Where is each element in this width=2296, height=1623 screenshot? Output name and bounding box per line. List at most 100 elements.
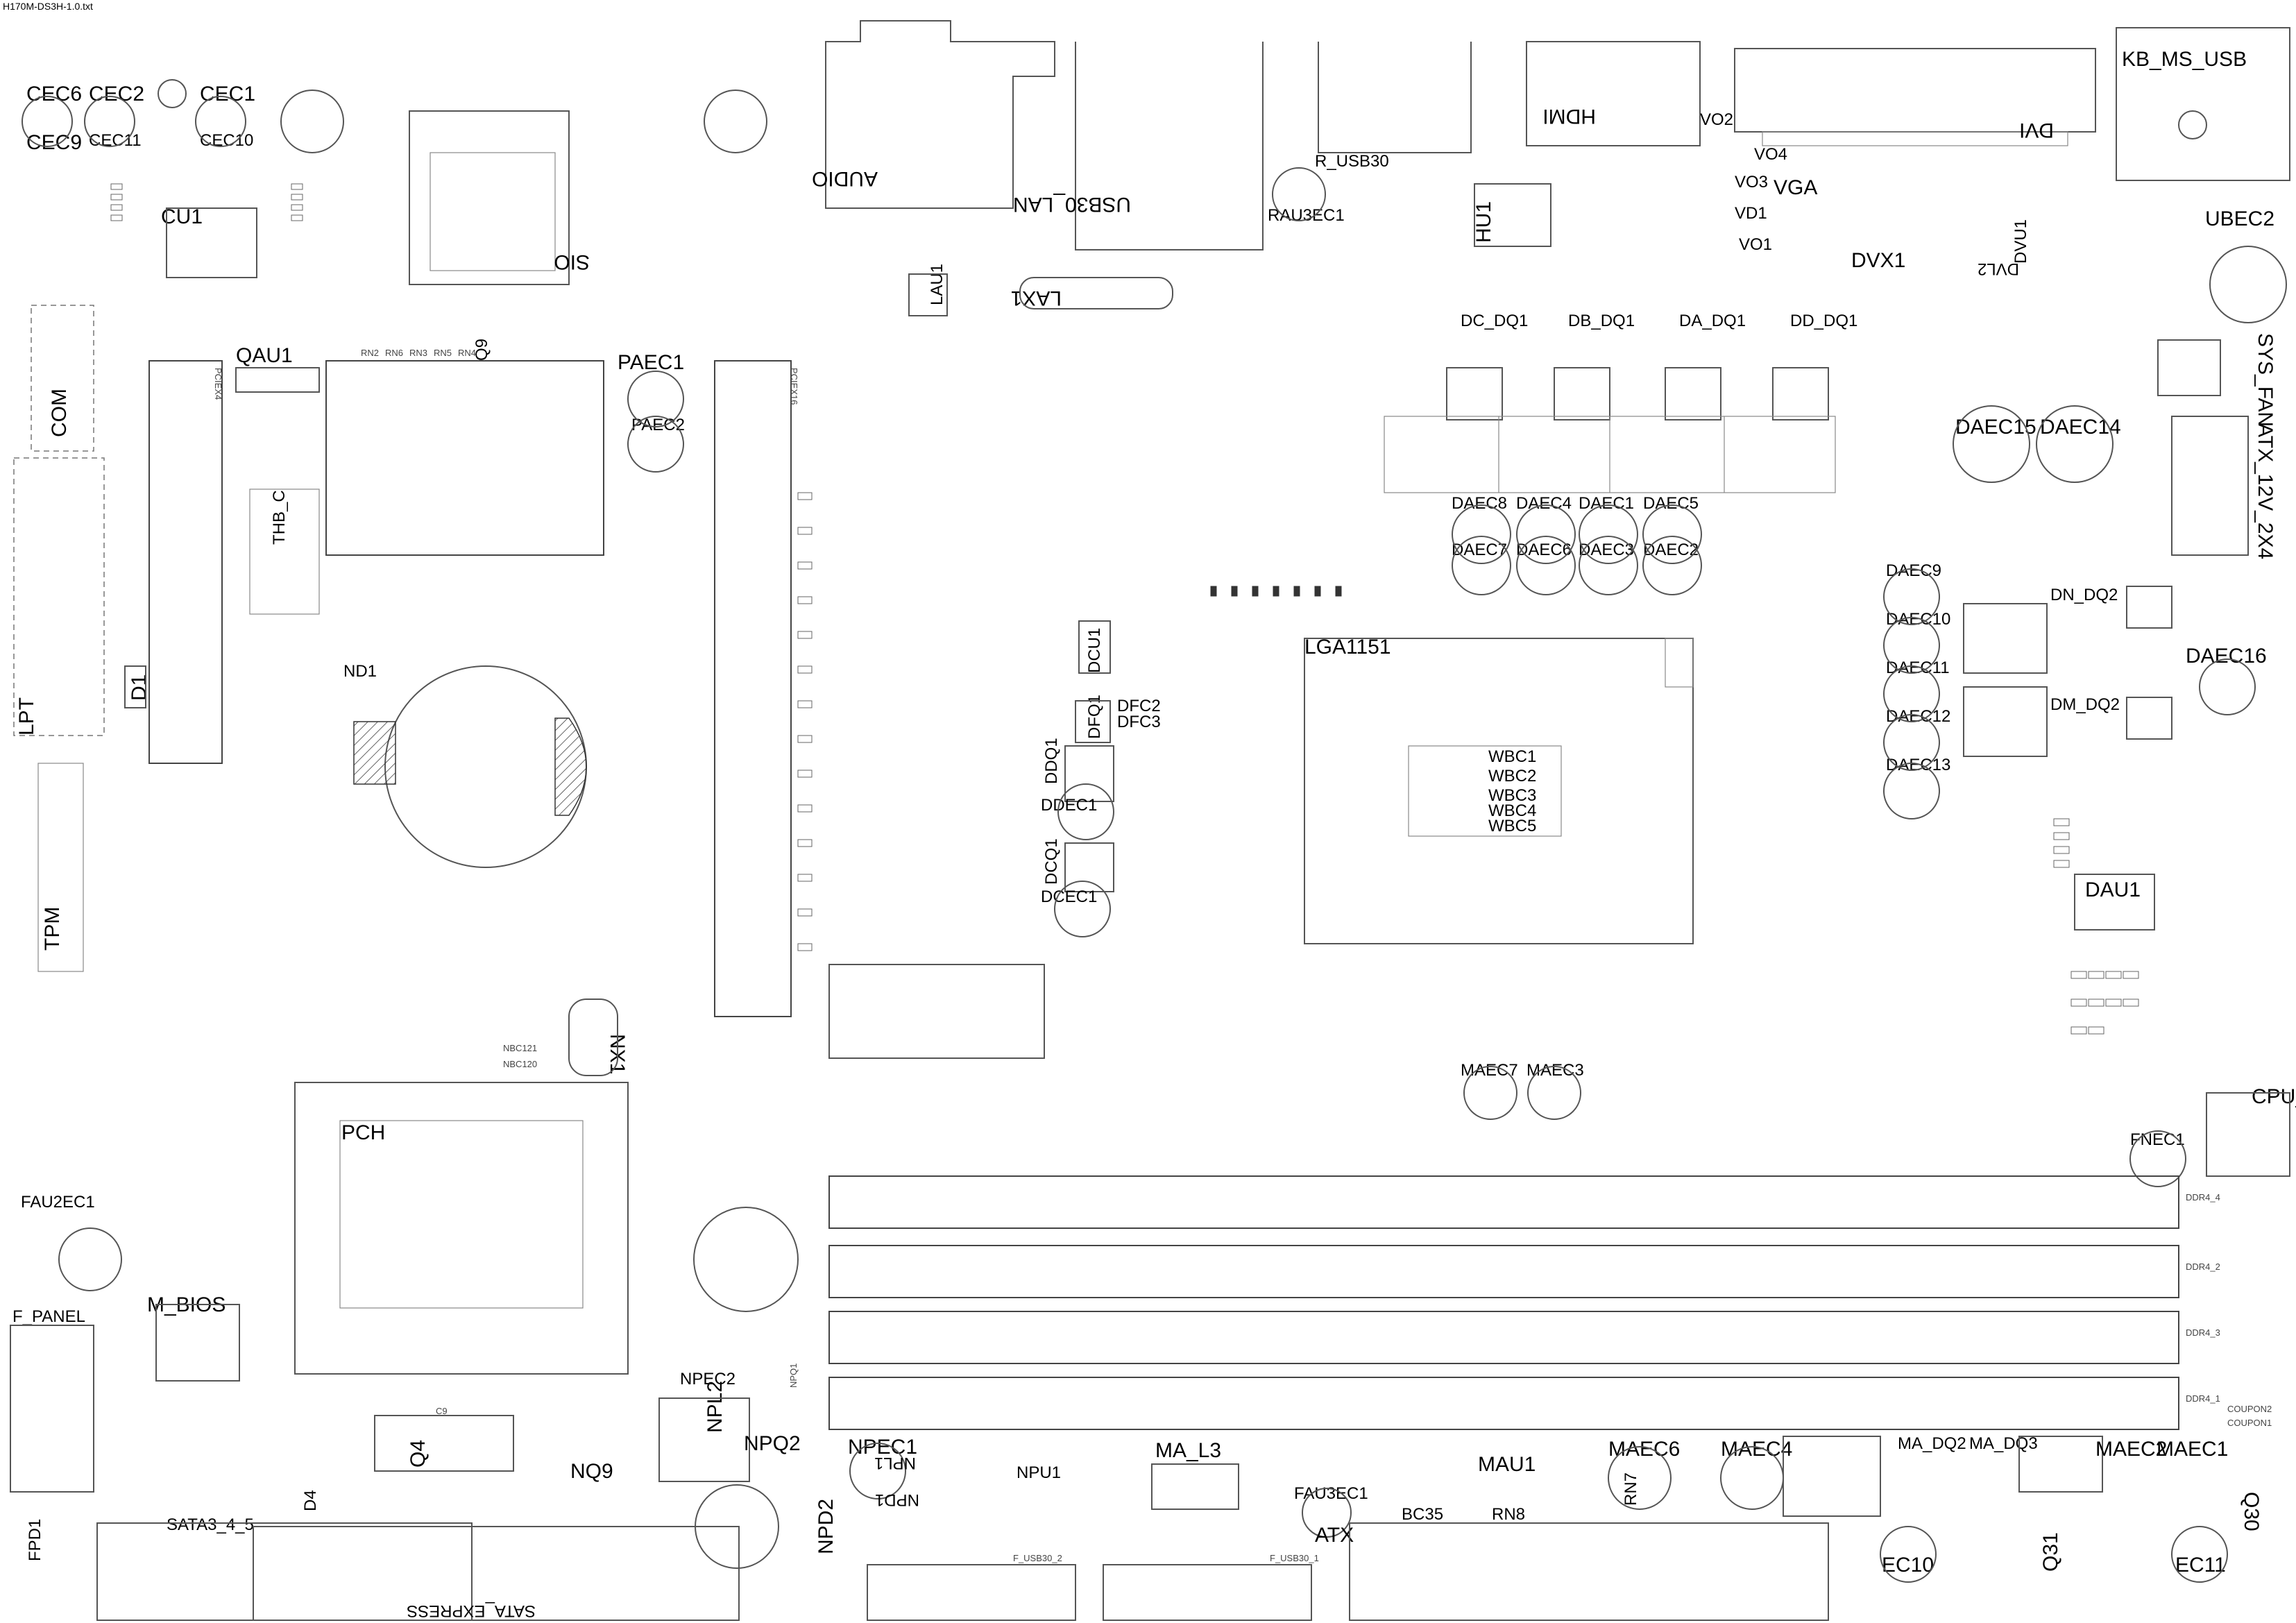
ddr4-slot-1 — [828, 1377, 2179, 1430]
label-fnec1: FNEC1 — [2130, 1130, 2185, 1149]
label-com: COM — [48, 389, 71, 437]
label-dvx1: DVX1 — [1851, 249, 1905, 272]
label-lpt: LPT — [15, 697, 38, 736]
rn-label-3: RN3 — [409, 348, 427, 358]
label-sio: SIO — [554, 250, 590, 273]
label-dn-dq2: DN_DQ2 — [2050, 586, 2118, 604]
label-q30: Q30 — [2240, 1492, 2263, 1531]
ddr4-slot-2 — [828, 1245, 2179, 1298]
label-maec2: MAEC2 — [2095, 1438, 2167, 1461]
label-daec5: DAEC5 — [1643, 494, 1699, 513]
ddr4-slot-4 — [828, 1175, 2179, 1229]
label-cec9: CEC9 — [26, 131, 82, 154]
label-dfc2: DFC2 — [1117, 697, 1161, 715]
label-wbc5: WBC5 — [1488, 817, 1536, 835]
label-f-panel: F_PANEL — [12, 1307, 85, 1326]
label-kb-ms-usb: KB_MS_USB — [2122, 48, 2247, 71]
label-wbc2: WBC2 — [1488, 767, 1536, 785]
label-pciex4: PCIEX4 — [213, 368, 223, 400]
label-atx-12v: ATX_12V_2X4 — [2254, 423, 2277, 559]
pcie-x16-slot — [714, 360, 792, 1017]
label-paec1: PAEC1 — [618, 351, 684, 374]
label-npu1: NPU1 — [1017, 1463, 1061, 1482]
label-rau3ec1: RAU3EC1 — [1268, 206, 1345, 225]
label-ddr4-4: DDR4_4 — [2186, 1192, 2220, 1203]
label-tpm: TPM — [41, 907, 64, 951]
label-dcec1: DCEC1 — [1041, 887, 1097, 906]
label-hdmi: HDMI — [1542, 105, 1596, 128]
label-dcu1: DCU1 — [1085, 628, 1104, 673]
label-nbc120: NBC120 — [503, 1059, 537, 1069]
label-cec10: CEC10 — [200, 131, 253, 150]
label-sys-fan: SYS_FAN — [2254, 333, 2277, 427]
label-ec10: EC10 — [1882, 1554, 1934, 1577]
label-audio: AUDIO — [812, 167, 878, 190]
label-hu1: HU1 — [1472, 201, 1495, 243]
label-rn7: RN7 — [1622, 1472, 1640, 1506]
label-vo4: VO4 — [1754, 145, 1787, 164]
label-daec6: DAEC6 — [1516, 541, 1572, 559]
label-sata3-4-5: SATA3_4_5 — [167, 1515, 254, 1534]
label-vd1: VD1 — [1735, 204, 1767, 223]
label-r-usb30: R_USB30 — [1315, 152, 1389, 171]
label-maec4: MAEC4 — [1721, 1438, 1792, 1461]
label-nq9: NQ9 — [570, 1460, 613, 1483]
rn-label-4: RN5 — [434, 348, 452, 358]
label-npl1: NPL1 — [874, 1454, 916, 1472]
label-daec14: DAEC14 — [2040, 416, 2121, 439]
label-pch: PCH — [341, 1121, 385, 1144]
rn-label-2: RN6 — [385, 348, 403, 358]
label-vo3: VO3 — [1735, 173, 1768, 192]
label-npq1: NPQ1 — [788, 1363, 799, 1388]
label-dvl2: DVL2 — [1978, 260, 2019, 278]
label-wbc1: WBC1 — [1488, 747, 1536, 766]
label-daec3: DAEC3 — [1579, 541, 1634, 559]
label-cec2: CEC2 — [89, 83, 144, 105]
label-coupon2: COUPON2 — [2227, 1404, 2272, 1414]
label-sata-express: SATA_EXPRESS — [407, 1601, 536, 1620]
label-daec13: DAEC13 — [1886, 756, 1950, 774]
label-bc35: BC35 — [1402, 1505, 1443, 1524]
label-dc-dq1: DC_DQ1 — [1461, 312, 1528, 330]
label-db-dq1: DB_DQ1 — [1568, 312, 1635, 330]
label-vo2: VO2 — [1700, 110, 1733, 129]
label-dd-dq1: DD_DQ1 — [1790, 312, 1857, 330]
label-daec7: DAEC7 — [1452, 541, 1507, 559]
label-npl2: NPL2 — [704, 1381, 726, 1433]
pcie-slot-a — [325, 360, 604, 556]
label-c9: C9 — [436, 1406, 448, 1416]
label-d4: D4 — [301, 1490, 320, 1511]
rear-io-group: AUDIO USB30_LAN R_USB30 HDMI DVI KB_MS_U… — [812, 20, 2290, 250]
label-ddr4-1: DDR4_1 — [2186, 1393, 2220, 1404]
rn-label-1: RN2 — [361, 348, 379, 358]
label-daec10: DAEC10 — [1886, 610, 1950, 629]
label-cpu-fan: CPU_FAN — [2252, 1085, 2296, 1108]
label-daec9: DAEC9 — [1886, 561, 1941, 580]
label-lau1: LAU1 — [928, 264, 946, 305]
label-daec12: DAEC12 — [1886, 707, 1950, 726]
label-dcq1: DCQ1 — [1042, 838, 1061, 885]
label-ma-dq2: MA_DQ2 — [1898, 1434, 1966, 1453]
label-q9: Q9 — [473, 339, 491, 361]
label-dfc3: DFC3 — [1117, 713, 1161, 731]
rn-label-5: RN4 — [458, 348, 476, 358]
label-thb-c: THB_C — [270, 490, 289, 545]
label-cec11: CEC11 — [89, 131, 142, 150]
label-dm-dq2: DM_DQ2 — [2050, 695, 2120, 714]
label-ubec2: UBEC2 — [2205, 207, 2274, 230]
label-npd1: NPD1 — [875, 1490, 919, 1509]
label-ma-l3: MA_L3 — [1155, 1439, 1221, 1462]
label-mau1: MAU1 — [1478, 1453, 1536, 1476]
label-npec2: NPEC2 — [680, 1370, 735, 1388]
label-atx: ATX — [1315, 1524, 1354, 1547]
label-q4: Q4 — [407, 1440, 430, 1468]
label-daec8: DAEC8 — [1452, 494, 1507, 513]
small-pads — [110, 183, 2139, 1035]
label-maec6: MAEC6 — [1608, 1438, 1680, 1461]
label-vga: VGA — [1774, 176, 1817, 199]
label-wbc3: WBC3 — [1488, 786, 1536, 805]
label-daec1: DAEC1 — [1579, 494, 1634, 513]
label-lax1: LAX1 — [1011, 287, 1062, 309]
label-daec4: DAEC4 — [1516, 494, 1572, 513]
